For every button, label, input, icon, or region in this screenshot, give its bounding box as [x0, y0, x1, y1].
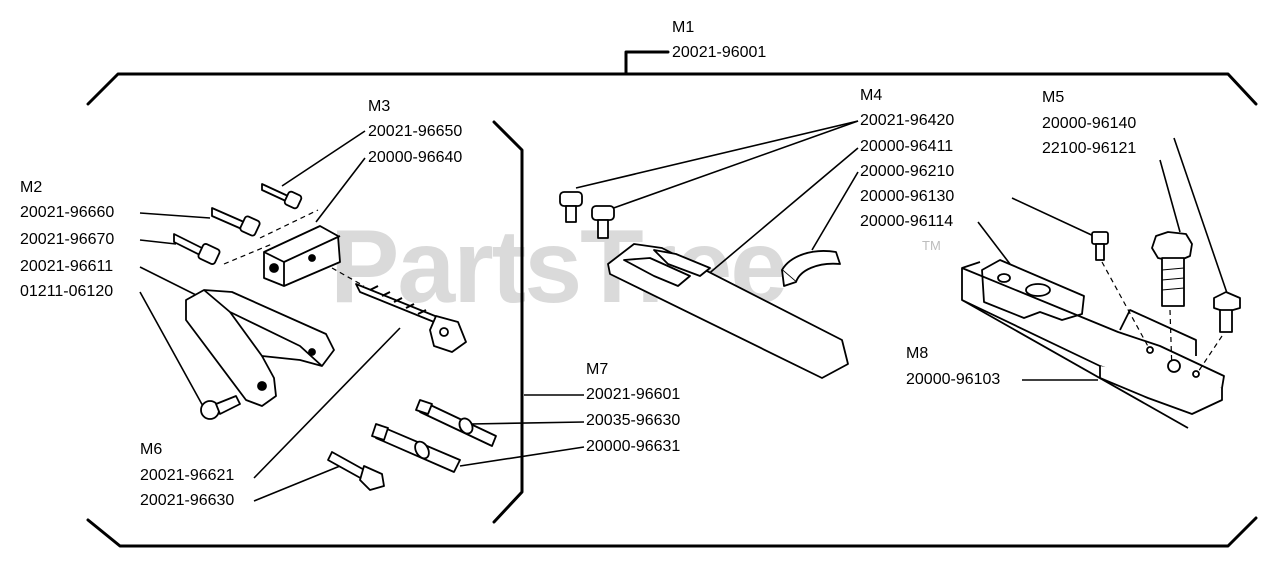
part-number: 20000-96631: [586, 438, 681, 455]
part-number: 20035-96630: [586, 412, 681, 429]
part-number: 20000-96411: [860, 138, 954, 155]
part-number: 20021-96670: [20, 231, 115, 248]
watermark-trademark: TM: [922, 238, 941, 253]
divider-bracket: [492, 120, 524, 524]
m1-bracket: [624, 50, 670, 76]
part-number: 20021-96650: [368, 123, 463, 140]
part-number: 20021-96621: [140, 467, 235, 484]
group-label-m1: M1: [672, 19, 695, 36]
group-label-m4: M4: [860, 87, 883, 104]
group-label-m8: M8: [906, 345, 929, 362]
part-number: 01211-06120: [20, 283, 114, 300]
part-number: 22100-96121: [1042, 140, 1137, 157]
part-number: 20021-96420: [860, 112, 955, 129]
part-number: 20021-96601: [586, 386, 681, 403]
frame-top: [86, 72, 1258, 106]
frame-bottom: [86, 516, 1258, 548]
group-label-m3: M3: [368, 98, 391, 115]
group-label-m7: M7: [586, 361, 609, 378]
part-number: 20021-96660: [20, 204, 115, 221]
part-number: 20021-96630: [140, 492, 235, 509]
group-label-m6: M6: [140, 441, 163, 458]
part-number: 20021-96001: [672, 44, 767, 61]
part-number: 20000-96130: [860, 188, 955, 205]
part-number: 20021-96611: [20, 258, 114, 275]
group-label-m2: M2: [20, 179, 43, 196]
part-number: 20000-96103: [906, 371, 1001, 388]
part-number: 20000-96140: [1042, 115, 1137, 132]
part-number: 20000-96210: [860, 163, 955, 180]
group-label-m5: M5: [1042, 89, 1065, 106]
part-number: 20000-96640: [368, 149, 463, 166]
part-number: 20000-96114: [860, 213, 954, 230]
